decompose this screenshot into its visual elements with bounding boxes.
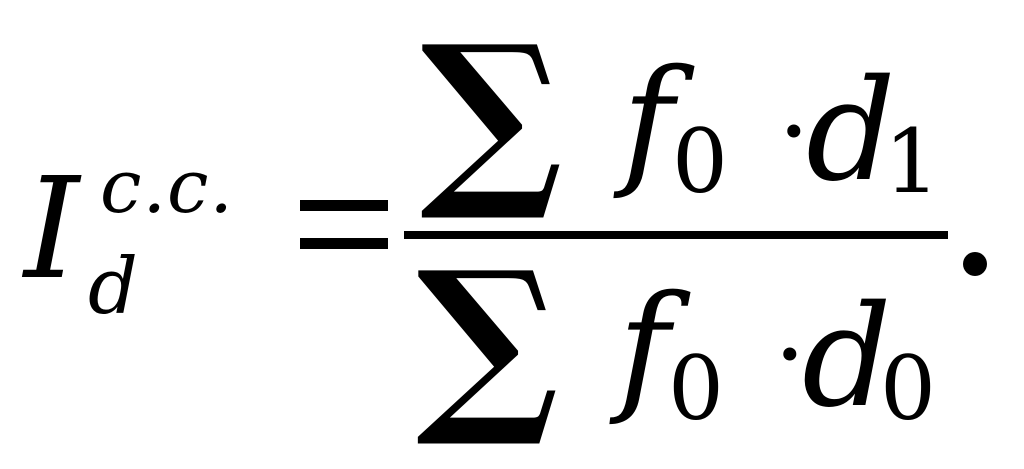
index-symbol: I [24,148,80,311]
numerator-sum-symbol: ∑ [420,3,564,226]
index-subscript: d [88,242,138,332]
formula-period [963,252,987,276]
numerator-f-subscript: 0 [672,110,728,213]
denominator-sum-symbol: ∑ [416,229,560,452]
equals-sign-bottom-bar [300,238,388,249]
denominator-d: d [802,276,892,439]
denominator-f-subscript: 0 [668,337,724,440]
denominator-dot: · [774,296,806,413]
numerator-dot: · [778,73,810,190]
fraction-bar [404,231,948,239]
equals-sign-top-bar [300,200,388,211]
index-superscript: c.c. [100,144,234,230]
denominator-d-subscript: 0 [880,337,936,440]
numerator-d-subscript: 1 [884,110,940,213]
denominator-f: f [618,266,670,429]
numerator-d: d [806,50,896,213]
numerator-f: f [622,40,674,203]
